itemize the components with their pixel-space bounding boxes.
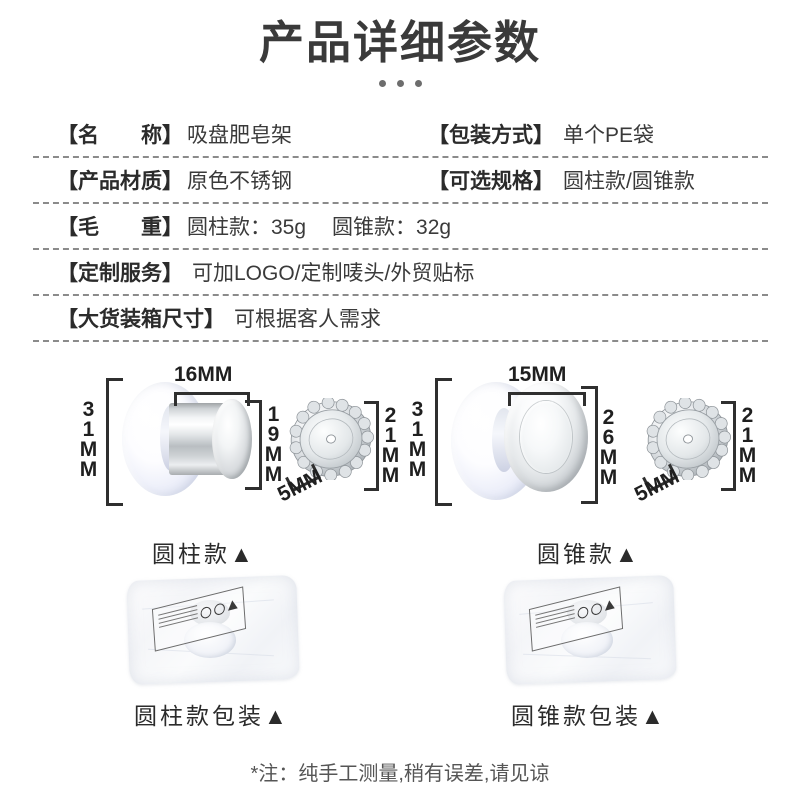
label-text-lines xyxy=(158,605,198,631)
spec-label: 【可选规格】 xyxy=(428,170,554,193)
product-suction-cup xyxy=(561,622,613,658)
product-diagrams: 31MM 16MM 19MM xyxy=(0,358,800,558)
cone-disc-body xyxy=(504,382,588,492)
caption-cylinder: 圆柱款▲ xyxy=(152,541,256,567)
dimension-label-cup-height: 31MM xyxy=(406,398,429,478)
dimension-label-gear-diameter: 21MM xyxy=(379,404,402,484)
gear-icon xyxy=(289,398,374,480)
packaging-bag-cone xyxy=(503,575,677,685)
serrated-gear-disc xyxy=(288,398,374,480)
spec-value-cone: 圆锥款：32g xyxy=(332,216,452,239)
measurement-footnote: *注：纯手工测量,稍有误差,请见谅 xyxy=(250,763,550,785)
spec-value: 单个PE袋 xyxy=(563,124,655,147)
dimension-label-gear-thickness: 5MM xyxy=(631,464,684,507)
spec-value: 圆柱款/圆锥款 xyxy=(563,170,695,193)
spec-value: 原色不锈钢 xyxy=(187,170,292,193)
product-suction-cup xyxy=(184,622,236,658)
spec-value: 可根据客人需求 xyxy=(234,308,381,331)
specification-table: 【名 称】 吸盘肥皂架 【包装方式】 单个PE袋 【产品材质】 原色不锈钢 【可… xyxy=(33,112,768,342)
caption-packaging-cylinder: 圆柱款包装▲ xyxy=(134,703,290,729)
spec-cell-weight: 【毛 重】 圆柱款：35g 圆锥款：32g xyxy=(57,211,451,241)
dimension-label-body-height: 26MM xyxy=(597,406,620,486)
product-disc xyxy=(567,600,607,626)
table-row: 【产品材质】 原色不锈钢 【可选规格】 圆柱款/圆锥款 xyxy=(33,158,768,204)
dimension-bracket-cup-height xyxy=(435,378,452,506)
spec-label: 【定制服务】 xyxy=(57,262,183,285)
spec-label: 【毛 重】 xyxy=(57,216,183,239)
caption-cone: 圆锥款▲ xyxy=(537,541,641,567)
dimension-bracket-gear-diameter xyxy=(721,401,736,491)
page-header: 产品详细参数 xyxy=(0,18,800,87)
table-row: 【名 称】 吸盘肥皂架 【包装方式】 单个PE袋 xyxy=(33,112,768,158)
spec-value: 吸盘肥皂架 xyxy=(187,124,292,147)
decorative-dots xyxy=(0,79,800,87)
spec-value: 可加LOGO/定制唛头/外贸贴标 xyxy=(192,262,475,285)
label-warning-icons xyxy=(577,599,615,620)
table-row: 【定制服务】 可加LOGO/定制唛头/外贸贴标 xyxy=(33,250,768,296)
dot-icon xyxy=(378,79,386,87)
dimension-bracket-body-width xyxy=(508,392,586,406)
spec-cell-name: 【名 称】 吸盘肥皂架 xyxy=(57,119,292,149)
dimension-label-cup-height: 31MM xyxy=(77,398,100,478)
dimension-bracket-body-width xyxy=(174,392,250,406)
page-title: 产品详细参数 xyxy=(258,17,541,68)
spec-label: 【包装方式】 xyxy=(428,124,554,147)
dimension-label-gear-diameter: 21MM xyxy=(736,404,759,484)
diagram-cylinder: 31MM 16MM 19MM xyxy=(12,358,402,558)
diagram-cone: 31MM 15MM 26MM xyxy=(400,358,790,558)
table-row: 【大货装箱尺寸】 可根据客人需求 xyxy=(33,296,768,342)
caption-packaging-cone: 圆锥款包装▲ xyxy=(511,703,667,729)
serrated-gear-disc xyxy=(645,398,731,480)
dot-icon xyxy=(396,79,404,87)
bagged-product xyxy=(561,600,613,658)
dimension-label-body-width: 16MM xyxy=(174,363,233,386)
packaging-bag-cylinder xyxy=(126,575,300,685)
warning-triangle-icon xyxy=(604,599,615,611)
product-disc xyxy=(190,600,230,626)
spec-label: 【产品材质】 xyxy=(57,170,183,193)
label-text-lines xyxy=(535,605,575,631)
spec-label: 【名 称】 xyxy=(57,124,183,147)
warning-circle-icon xyxy=(577,605,589,620)
dimension-bracket-cup-height xyxy=(106,378,123,506)
spec-cell-options: 【可选规格】 圆柱款/圆锥款 xyxy=(428,165,695,195)
bagged-product xyxy=(184,600,236,658)
spec-value-cylinder: 圆柱款：35g xyxy=(187,216,307,239)
warning-circle-icon xyxy=(590,602,603,617)
spec-cell-custom-service: 【定制服务】 可加LOGO/定制唛头/外贸贴标 xyxy=(57,257,474,287)
table-row: 【毛 重】 圆柱款：35g 圆锥款：32g xyxy=(33,204,768,250)
dimension-label-body-width: 15MM xyxy=(508,363,567,386)
warning-triangle-icon xyxy=(227,599,238,611)
dimension-bracket-body-height xyxy=(581,386,598,504)
warning-circle-icon xyxy=(200,605,212,620)
label-warning-icons xyxy=(200,599,238,620)
dot-icon xyxy=(414,79,422,87)
dimension-label-body-height: 19MM xyxy=(262,403,285,483)
dimension-bracket-gear-diameter xyxy=(364,401,379,491)
dimension-bracket-body-height xyxy=(245,400,262,490)
spec-label: 【大货装箱尺寸】 xyxy=(57,308,225,331)
spec-cell-packaging: 【包装方式】 单个PE袋 xyxy=(428,119,654,149)
warning-circle-icon xyxy=(213,602,226,617)
spec-cell-material: 【产品材质】 原色不锈钢 xyxy=(57,165,292,195)
spec-cell-carton-size: 【大货装箱尺寸】 可根据客人需求 xyxy=(57,303,381,333)
metal-cylinder-cap xyxy=(212,399,252,479)
gear-icon xyxy=(646,398,731,480)
